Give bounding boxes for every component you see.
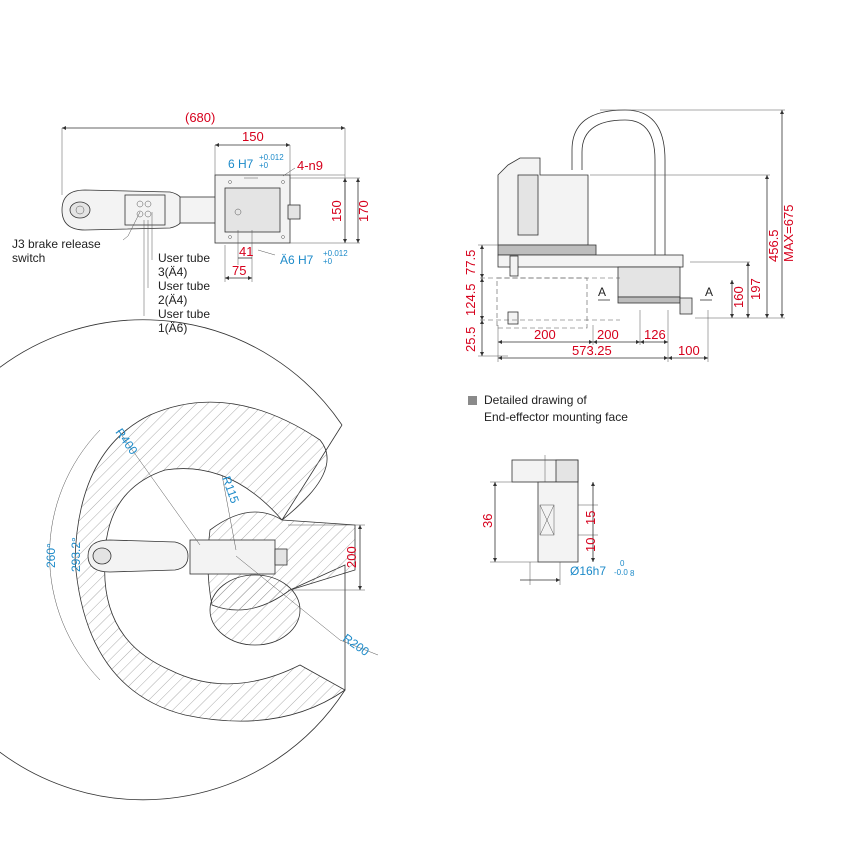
dim-41: 41 (239, 244, 253, 259)
section-a-left: A (598, 285, 606, 299)
dim-197: 197 (748, 278, 763, 300)
side-view: MAX=675 456.5 197 160 77.5 124.5 25.5 20… (463, 109, 796, 362)
section-a-right: A (705, 285, 713, 299)
detail-title-line2: End-effector mounting face (484, 410, 628, 424)
label-j3-brake-line1: J3 brake release (12, 237, 101, 251)
dim-25-5: 25.5 (463, 327, 478, 352)
dim-a6h7-tol-upper: +0.012 (323, 249, 348, 258)
dim-6h7-tol-upper: +0.012 (259, 153, 284, 162)
label-user-tube2-line2: 2(Ä4) (158, 293, 187, 307)
dim-phi16-tol-upper: 0 (620, 559, 625, 568)
dim-phi16h7: Ø16h7 (570, 564, 606, 578)
detail-title-square-icon (468, 396, 477, 405)
dim-a6h7-tol-lower: +0 (323, 257, 333, 266)
top-view: (680) 150 6 H7 +0.012 +0 4-n9 150 170 41… (12, 110, 371, 335)
dim-6h7-tol-lower: +0 (259, 161, 269, 170)
detail-title-line1: Detailed drawing of (484, 393, 587, 407)
dim-15: 15 (583, 511, 598, 525)
dim-170: 170 (356, 200, 371, 222)
dim-10: 10 (583, 538, 598, 552)
dim-456-5: 456.5 (766, 229, 781, 262)
dim-150-right: 150 (329, 200, 344, 222)
dim-75: 75 (232, 263, 246, 278)
dim-6h7: 6 H7 (228, 157, 254, 171)
label-j3-brake-line2: switch (12, 251, 45, 265)
dim-100: 100 (678, 343, 700, 358)
dim-150-top: 150 (242, 129, 264, 144)
dim-phi16-suffix: 8 (630, 569, 635, 578)
dim-293-deg: 293.2° (69, 537, 83, 572)
dim-573-25: 573.25 (572, 343, 612, 358)
label-user-tube1-line2: 1(Ä6) (158, 321, 187, 335)
dim-phi16-tol-lower: -0.0 (614, 568, 628, 577)
dim-200-workspace: 200 (344, 546, 359, 568)
label-user-tube3-line1: User tube (158, 251, 210, 265)
dim-260-deg: 260° (44, 543, 58, 568)
dim-126: 126 (644, 327, 666, 342)
label-user-tube2-line1: User tube (158, 279, 210, 293)
dim-max-675: MAX=675 (781, 205, 796, 262)
dim-160: 160 (731, 286, 746, 308)
dim-overall-length: (680) (185, 110, 215, 125)
dim-36: 36 (480, 514, 495, 528)
workspace-view: R400 R115 R200 260° 293.2° 200 (0, 319, 379, 801)
dim-4n9: 4-n9 (297, 158, 323, 173)
dim-a6h7: Ä6 H7 (280, 253, 314, 267)
label-user-tube3-line2: 3(Ä4) (158, 265, 187, 279)
dim-200-b: 200 (597, 327, 619, 342)
label-user-tube1-line1: User tube (158, 307, 210, 321)
dim-200-a: 200 (534, 327, 556, 342)
detail-view: Detailed drawing of End-effector mountin… (468, 393, 635, 585)
dim-77-5: 77.5 (463, 250, 478, 275)
dim-124-5: 124.5 (463, 283, 478, 316)
